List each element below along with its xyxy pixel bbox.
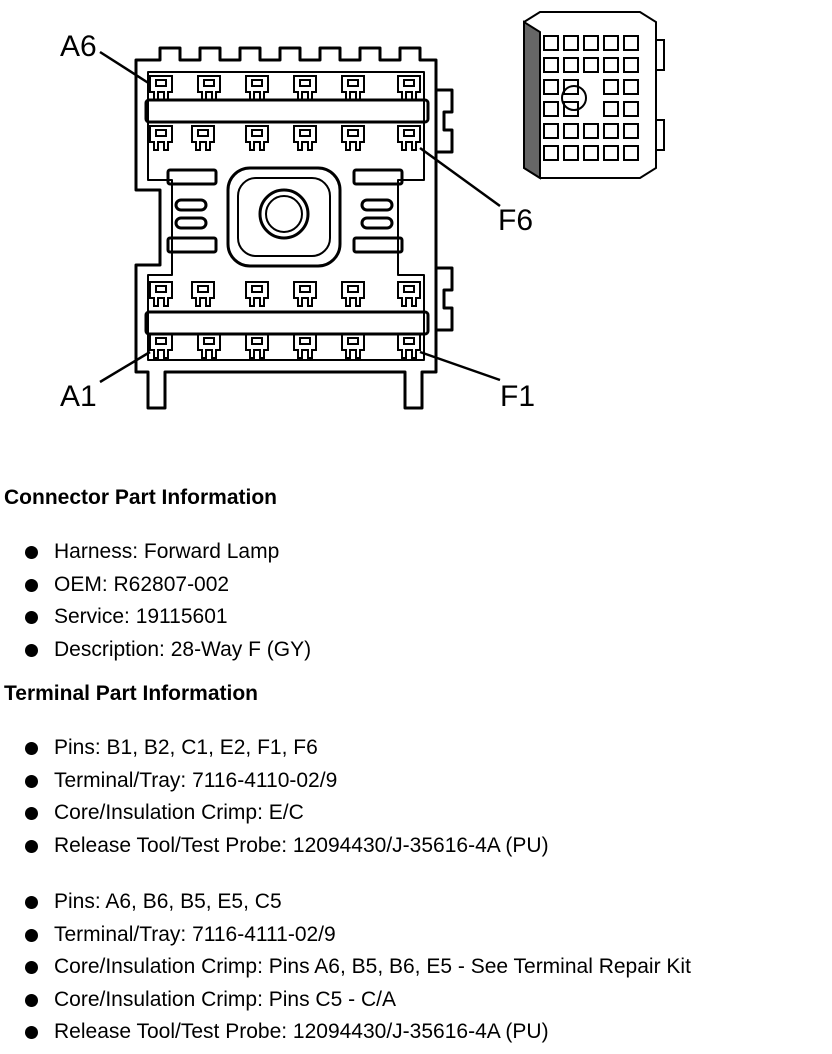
terminal-cavity [397,281,421,307]
list-item: OEM: R62807-002 [0,569,311,602]
terminal-cavity [293,75,317,101]
thumbnail-cavity [603,145,619,161]
thumbnail-cavity [603,35,619,51]
bullet-icon [25,774,38,788]
terminal-cavity [197,333,221,359]
thumbnail-cavity [583,57,599,73]
terminal-info-list-2: Pins: A6, B6, B5, E5, C5 Terminal/Tray: … [0,886,691,1049]
list-item: Release Tool/Test Probe: 12094430/J-3561… [0,1016,691,1049]
thumbnail-cavity [623,123,639,139]
thumbnail-cavity [543,35,559,51]
thumbnail-cavity [623,101,639,117]
list-item: Core/Insulation Crimp: E/C [0,797,549,830]
terminal-cavity [293,125,317,151]
bullet-icon [25,993,38,1007]
thumbnail-cavity [543,145,559,161]
pin-label-a1: A1 [60,380,97,413]
thumbnail-cavity [623,57,639,73]
bullet-icon [25,611,38,624]
bullet-icon [25,839,38,853]
thumbnail-cavity [543,79,559,95]
terminal-cavity [293,281,317,307]
terminal-cavity [149,281,173,307]
terminal-cavity [149,125,173,151]
thumbnail-cavity [623,145,639,161]
thumbnail-cavity [603,101,619,117]
terminal-cavity [341,75,365,101]
bullet-icon [25,643,38,657]
thumbnail-cavity [583,123,599,139]
terminal-info-list-1: Pins: B1, B2, C1, E2, F1, F6 Terminal/Tr… [0,732,549,862]
thumbnail-cavity [563,57,579,73]
bullet-icon [25,807,38,820]
thumbnail-cavity [603,79,619,95]
list-item: Pins: B1, B2, C1, E2, F1, F6 [0,732,549,765]
terminal-cavity [341,125,365,151]
terminal-cavity [191,281,215,307]
list-item: Description: 28-Way F (GY) [0,634,311,667]
thumbnail-cavity [623,79,639,95]
bullet-icon [25,928,38,942]
connector-info-list: Harness: Forward Lamp OEM: R62807-002 Se… [0,536,311,666]
pin-label-f6: F6 [498,204,533,237]
list-item: Harness: Forward Lamp [0,536,311,569]
terminal-cavity [293,333,317,359]
pin-label-a6: A6 [60,30,97,63]
thumbnail-cavity [543,123,559,139]
bullet-icon [25,578,38,592]
thumbnail-cavity [543,57,559,73]
thumbnail-cavity [623,35,639,51]
bullet-icon [25,1026,38,1039]
connector-thumbnail [523,11,665,180]
terminal-cavity [245,281,269,307]
terminal-cavity [397,75,421,101]
list-item: Terminal/Tray: 7116-4110-02/9 [0,765,549,798]
terminal-cavity [397,333,421,359]
list-item: Service: 19115601 [0,601,311,634]
terminal-cavity [341,281,365,307]
terminal-cavity [397,125,421,151]
connector-section-title: Connector Part Information [4,486,278,509]
terminal-cavity [341,333,365,359]
list-item: Pins: A6, B6, B5, E5, C5 [0,886,691,919]
terminal-cavity [149,75,173,101]
thumbnail-cavity [563,123,579,139]
thumbnail-cavity [543,101,559,117]
bullet-icon [25,896,38,909]
thumbnail-cavity [583,35,599,51]
thumbnail-cavity [603,123,619,139]
thumbnail-cavity [603,57,619,73]
pin-label-f1: F1 [500,380,535,413]
list-item: Core/Insulation Crimp: Pins C5 - C/A [0,984,691,1017]
bullet-icon [25,961,38,974]
terminal-cavity [245,333,269,359]
list-item: Release Tool/Test Probe: 12094430/J-3561… [0,830,549,863]
thumbnail-cavity [563,145,579,161]
bullet-icon [25,742,38,755]
terminal-cavity [197,75,221,101]
terminal-cavity [245,125,269,151]
connector-diagram: A6 F6 A1 F1 [60,11,665,413]
connector-outline [134,46,438,410]
terminal-section-title: Terminal Part Information [4,682,258,705]
thumbnail-cavity [583,145,599,161]
thumbnail-cavity [563,35,579,51]
terminal-cavity [149,333,173,359]
terminal-cavity [191,125,215,151]
list-item: Terminal/Tray: 7116-4111-02/9 [0,919,691,952]
bullet-icon [25,546,38,559]
list-item: Core/Insulation Crimp: Pins A6, B5, B6, … [0,951,691,984]
terminal-cavity [245,75,269,101]
